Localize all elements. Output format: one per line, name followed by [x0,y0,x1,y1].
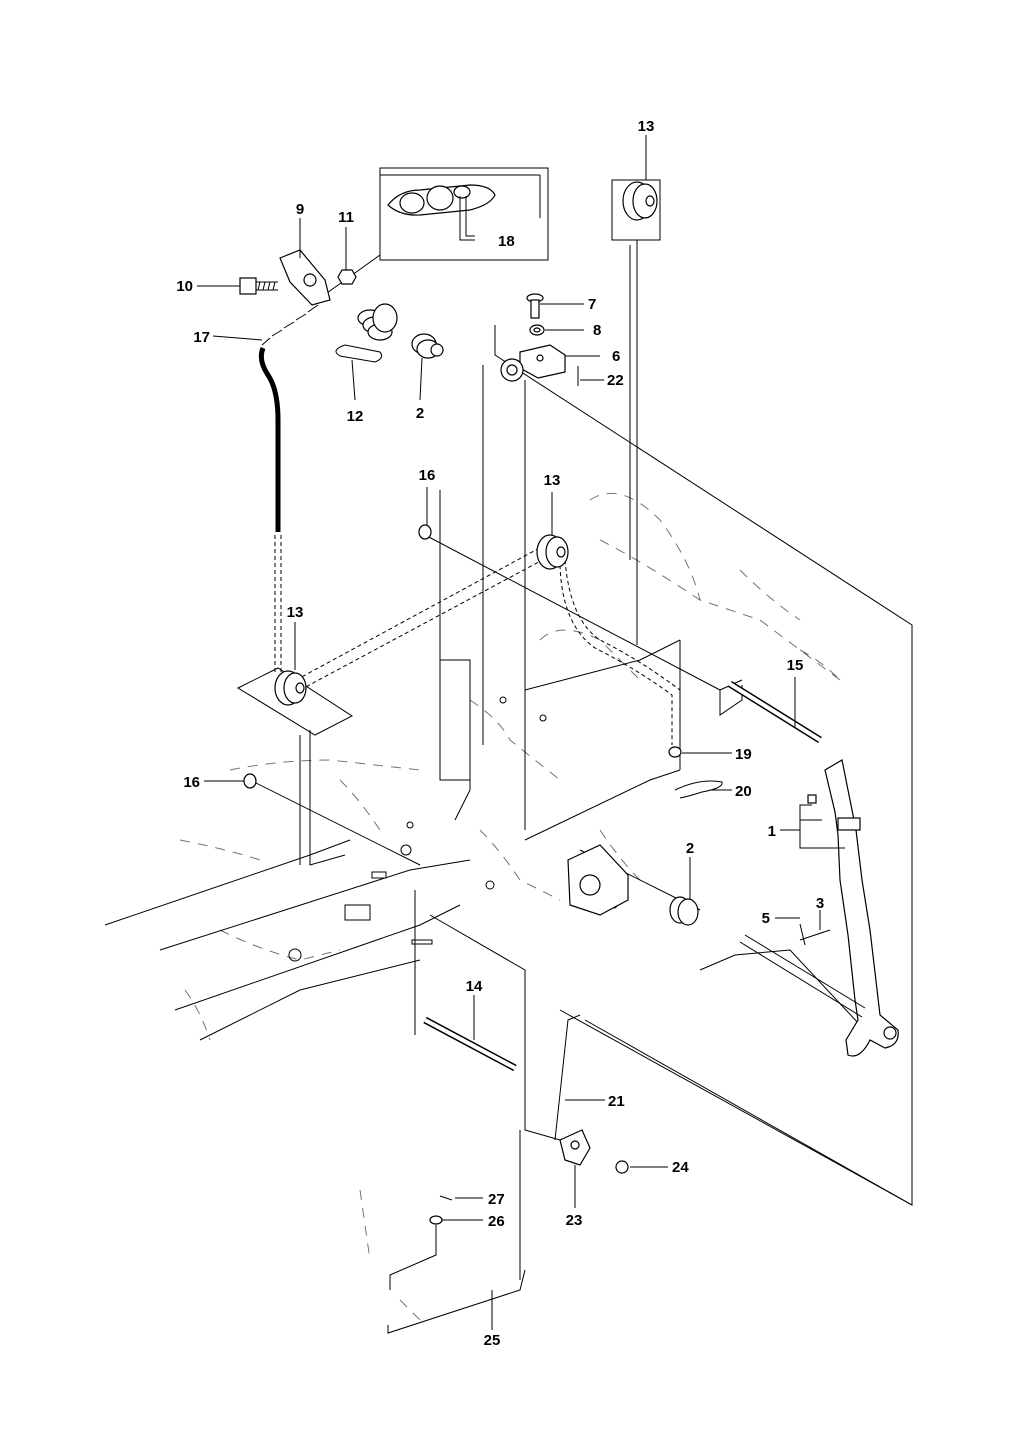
frame-outlines [104,325,913,1280]
nut-24 [615,1160,629,1174]
bracket-9 [279,249,331,306]
rod-25 [387,1269,526,1334]
label-8: 8 [593,322,601,339]
washer-16-top [418,524,432,540]
label-10: 10 [176,278,193,295]
bolt-10 [239,277,278,295]
chain-17 [261,304,319,346]
cable-17 [258,347,281,532]
label-12: 12 [347,408,364,425]
label-16-top: 16 [419,467,436,484]
label-2-top: 2 [416,405,424,422]
label-19: 19 [735,746,752,763]
pulley-13-left [274,670,307,706]
leader-lines [197,135,845,1330]
washer-16-left [243,773,257,789]
label-15: 15 [787,657,804,674]
pulley-13-middle [536,534,569,570]
label-17: 17 [193,329,210,346]
label-11: 11 [338,209,354,226]
nut-11 [337,269,357,285]
label-9: 9 [296,201,304,218]
bushing-19 [668,746,682,758]
bushing-2-lower [669,896,699,926]
label-18: 18 [498,233,515,250]
label-24: 24 [672,1159,689,1176]
bushing-2-top [411,333,444,359]
label-13-top: 13 [638,118,655,135]
label-23: 23 [566,1212,583,1229]
label-13-left: 13 [287,604,304,621]
label-5: 5 [762,910,770,927]
handle-1 [807,759,899,1057]
screw-27 [439,1195,453,1201]
label-26: 26 [488,1213,505,1230]
spring-12 [335,303,398,363]
rod-15 [728,681,822,743]
shaft-3 [739,923,866,1018]
parts [239,181,899,1334]
callout-labels: 13 9 11 18 10 7 8 17 6 22 12 2 16 13 13 … [176,118,824,1349]
background-fragments [179,492,841,1321]
rod-14 [423,1016,517,1072]
label-20: 20 [735,783,752,800]
label-21: 21 [608,1093,625,1110]
label-3: 3 [816,895,824,912]
label-22: 22 [607,372,624,389]
bellcrank-23 [559,1129,591,1166]
label-16-left: 16 [183,774,200,791]
bracket-6 [500,344,566,382]
cable-routing [236,179,721,911]
label-2-lower: 2 [686,840,694,857]
label-6: 6 [612,348,620,365]
label-27: 27 [488,1191,505,1208]
label-1: 1 [768,823,776,840]
label-14: 14 [466,978,483,995]
washer-26 [429,1215,443,1225]
label-7: 7 [588,296,596,313]
center-bracket-plate [567,844,629,916]
hairpin-20 [674,780,723,799]
detail-inset [319,167,549,299]
pulley-13-top [622,181,658,221]
link-rod-21 [554,1014,581,1141]
label-25: 25 [484,1332,501,1349]
carriage-bolt-7 [526,293,544,319]
label-13-middle: 13 [544,472,561,489]
